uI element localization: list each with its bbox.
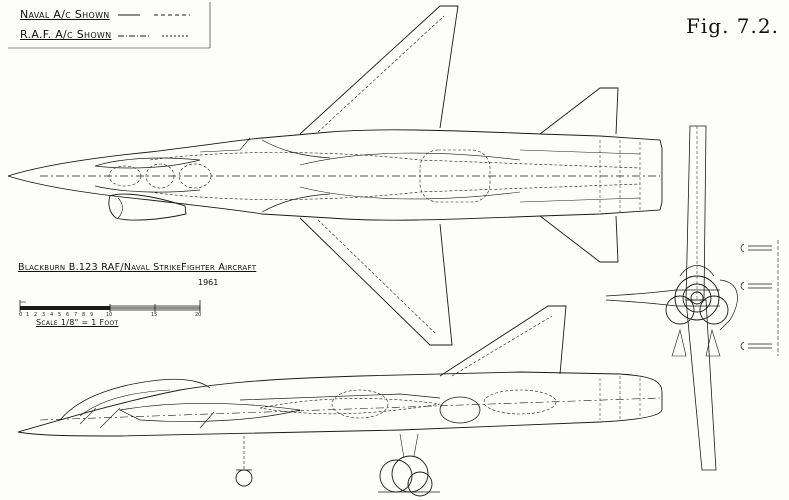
scale-caption: Scale 1/8" = 1 Foot <box>36 318 119 327</box>
drawing-year: 1961 <box>198 278 219 287</box>
undercarriage <box>235 433 440 497</box>
scale-tick-label: 3 <box>42 312 46 318</box>
scale-tick-label: 2 <box>34 312 38 318</box>
plan-view <box>7 5 663 346</box>
scale-tick-label: 15 <box>151 312 158 318</box>
scale-tick-label: 10 <box>106 312 113 318</box>
scale-tick-label: 20 <box>195 312 202 318</box>
scale-tick-label: 0 <box>19 312 23 318</box>
scale-tick-label: 9 <box>90 312 94 318</box>
scale-tick-label: 5 <box>58 312 62 318</box>
scale-tick-label: 8 <box>82 312 86 318</box>
legend-naval-text: Naval A/c Shown <box>20 8 110 21</box>
side-detail <box>740 240 779 356</box>
drawing-title: Blackburn B.123 RAF/Naval StrikeFighter … <box>18 262 257 273</box>
scale-tick-label: 6 <box>66 312 70 318</box>
scale-tick-label: 7 <box>74 312 78 318</box>
figure-label: Fig. 7.2. <box>686 14 779 38</box>
scale-tick-label: 1 <box>26 312 30 318</box>
legend-naval: Naval A/c Shown <box>20 8 110 21</box>
legend-line-samples <box>8 2 211 49</box>
scale-bar <box>19 300 201 312</box>
legend-raf: R.A.F. A/c Shown <box>20 28 112 41</box>
side-view <box>17 305 663 497</box>
scale-tick-label: 4 <box>50 312 54 318</box>
front-view <box>605 125 738 471</box>
